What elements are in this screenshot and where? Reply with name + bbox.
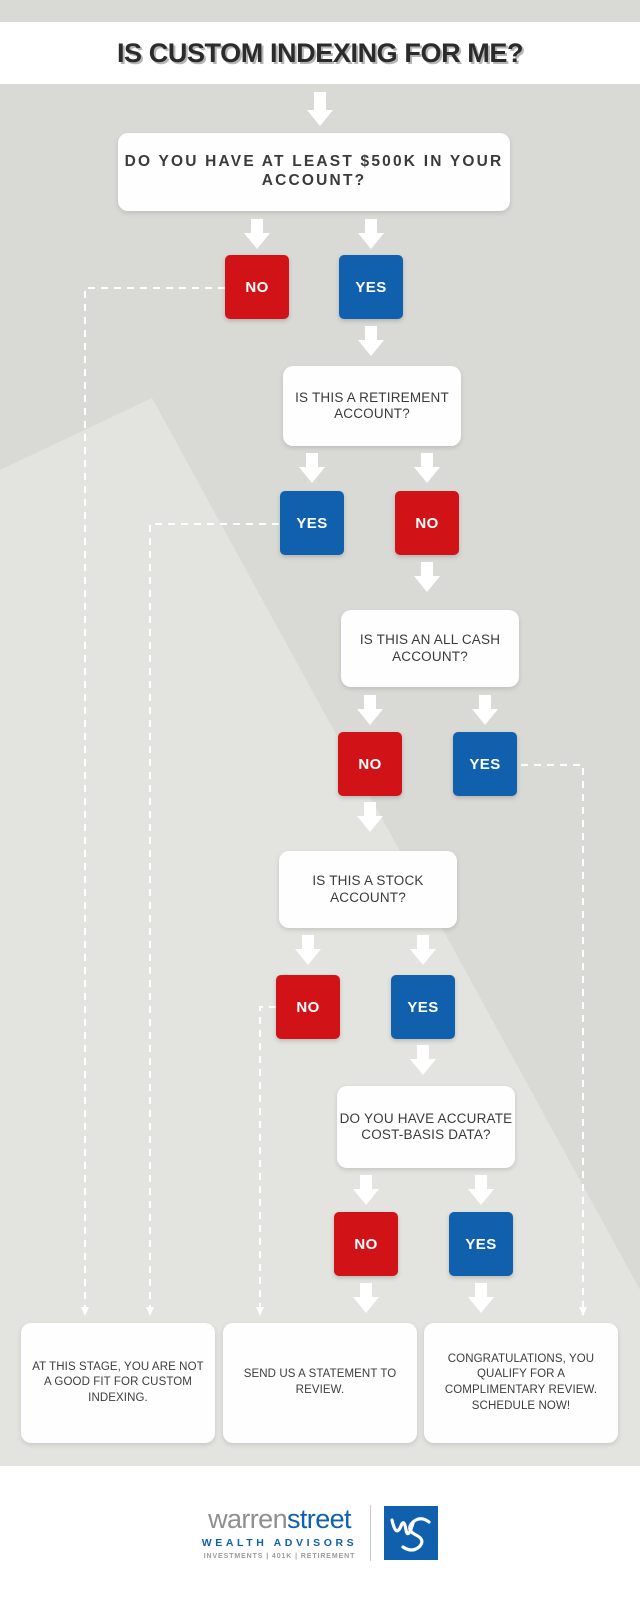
- brand-name-second: street: [287, 1504, 352, 1534]
- brand-name: warrenstreet: [208, 1506, 351, 1533]
- arrow-q-retirement-to-yes: [299, 453, 325, 483]
- ws-monogram-icon: [384, 1506, 439, 1560]
- brand-tagline: WEALTH ADVISORS: [201, 1537, 358, 1549]
- brand-wordmark: warrenstreet WEALTH ADVISORS INVESTMENTS…: [201, 1506, 358, 1561]
- question-box-assets: DO YOU HAVE AT LEAST $500K IN YOUR ACCOU…: [118, 133, 510, 211]
- footer-band: [0, 1466, 640, 1600]
- answer-all-cash-yes[interactable]: YES: [453, 732, 517, 796]
- brand-services: INVESTMENTS | 401K | RETIREMENT: [203, 1553, 356, 1560]
- arrow-q-stock-to-no: [295, 935, 321, 965]
- footer-logo[interactable]: warrenstreet WEALTH ADVISORS INVESTMENTS…: [0, 1478, 640, 1588]
- answer-stock-no[interactable]: NO: [276, 975, 340, 1039]
- arrow-q-assets-to-no: [244, 219, 270, 249]
- arrow-yes-to-q-cost-basis: [410, 1045, 436, 1075]
- arrow-q-all-cash-to-yes: [472, 695, 498, 725]
- arrow-q-all-cash-to-no: [357, 695, 383, 725]
- answer-assets-yes[interactable]: YES: [339, 255, 403, 319]
- dashed-all-cash-yes-to-qualify: [521, 764, 587, 1316]
- brand-name-first: warren: [208, 1504, 288, 1534]
- arrow-q-retirement-to-no: [414, 453, 440, 483]
- answer-all-cash-no[interactable]: NO: [338, 732, 402, 796]
- question-box-retirement: IS THIS A RETIREMENT ACCOUNT?: [283, 366, 461, 446]
- arrow-q-cost-basis-to-no: [353, 1175, 379, 1205]
- dashed-stock-no-to-not-fit: [256, 1006, 276, 1316]
- dashed-assets-no-to-not-fit: [81, 287, 225, 1316]
- arrow-q-assets-to-yes: [358, 219, 384, 249]
- arrow-no-to-result-statement: [353, 1283, 379, 1313]
- arrow-q-cost-basis-to-yes: [468, 1175, 494, 1205]
- arrow-q-stock-to-yes: [410, 935, 436, 965]
- question-box-all-cash: IS THIS AN ALL CASH ACCOUNT?: [341, 610, 519, 687]
- logo-divider: [370, 1505, 372, 1561]
- result-box-not-a-fit: AT THIS STAGE, YOU ARE NOT A GOOD FIT FO…: [21, 1323, 215, 1443]
- arrow-no-to-q-all-cash: [414, 562, 440, 592]
- result-box-send-statement: SEND US A STATEMENT TO REVIEW.: [223, 1323, 417, 1443]
- answer-cost-basis-yes[interactable]: YES: [449, 1212, 513, 1276]
- dashed-retirement-yes-to-not-fit: [146, 523, 279, 1316]
- answer-cost-basis-no[interactable]: NO: [334, 1212, 398, 1276]
- arrow-no-to-q-stock: [357, 802, 383, 832]
- page-title: IS CUSTOM INDEXING FOR ME?: [116, 37, 524, 68]
- question-box-cost-basis: DO YOU HAVE ACCURATE COST-BASIS DATA?: [337, 1086, 515, 1168]
- answer-retirement-yes[interactable]: YES: [280, 491, 344, 555]
- result-box-qualify: CONGRATULATIONS, YOU QUALIFY FOR A COMPL…: [424, 1323, 618, 1443]
- arrow-title-to-q-assets: [307, 92, 333, 126]
- arrow-yes-to-result-qualify: [468, 1283, 494, 1313]
- title-band: [0, 22, 640, 84]
- question-box-stock: IS THIS A STOCK ACCOUNT?: [279, 851, 457, 928]
- answer-retirement-no[interactable]: NO: [395, 491, 459, 555]
- arrow-yes-to-q-retirement: [358, 326, 384, 356]
- answer-assets-no[interactable]: NO: [225, 255, 289, 319]
- answer-stock-yes[interactable]: YES: [391, 975, 455, 1039]
